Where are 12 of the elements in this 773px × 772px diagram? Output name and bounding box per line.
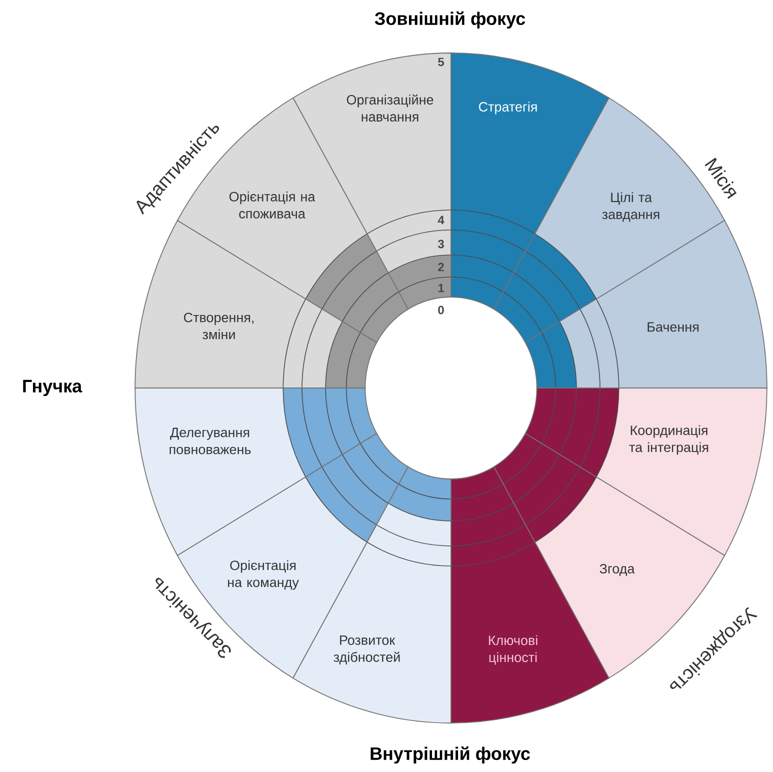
node-label: Бачення — [648, 322, 698, 332]
node-label: Створення, зміни — [184, 312, 254, 340]
axis-label: Внутрішній фокус — [370, 746, 530, 764]
scale-number: 4 — [438, 216, 444, 224]
scale-number: 1 — [438, 284, 444, 292]
scale-number: 2 — [438, 262, 444, 272]
scale-number: 3 — [438, 240, 444, 248]
node-label: Розвиток здібностей — [334, 636, 400, 664]
sector: Створення, зміни — [134, 220, 378, 388]
axis-label: Гнучка — [23, 380, 82, 396]
axis-label: Зовнішній фокус — [374, 11, 526, 29]
scale-number: 5 — [438, 58, 444, 66]
